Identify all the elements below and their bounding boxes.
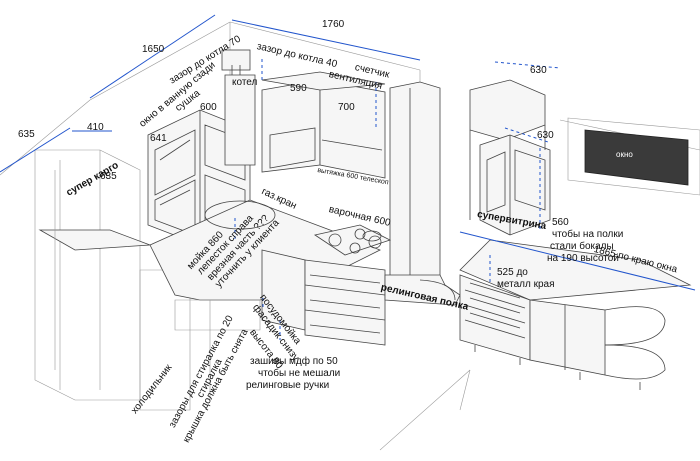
note-560: 560 [552,217,569,228]
note-525: 525 до [497,267,528,278]
dimension-lines [0,14,696,340]
dim-700: 700 [338,102,355,113]
boiler [221,49,256,166]
dim-630-top: 630 [530,65,547,76]
note-stali-bokaly: стали бокалы [550,241,614,252]
note-okno: окно [616,150,633,159]
dim-590: 590 [290,83,307,94]
base-cabinets-right [459,239,692,390]
note-relingovye-ruchki: релинговые ручки [246,380,330,391]
dim-1650: 1650 [142,44,165,55]
supervitrina [469,79,551,236]
note-chtoby-na-polki: чтобы на полки [552,229,624,240]
cooktop [313,224,392,256]
dim-630-vitrina: 630 [537,130,554,141]
note-na-190: на 190 высотой [547,253,619,264]
window [567,117,700,196]
note-metall-kraya: металл края [497,279,555,290]
upper-cabinets-back [261,71,386,179]
dim-600: 600 [200,102,217,113]
dim-635: 635 [18,129,35,140]
dim-410: 410 [87,122,104,133]
dim-641: 641 [150,133,167,144]
dim-1760: 1760 [322,19,345,30]
note-chtoby-ne: чтобы не мешали [258,368,341,379]
pillar [389,81,441,297]
base-cabinets-front [261,249,386,346]
dim-635-b: 635 [100,171,117,182]
note-zashivy: зашивы мдф по 50 [250,356,338,367]
note-kotel: котел [232,77,258,88]
